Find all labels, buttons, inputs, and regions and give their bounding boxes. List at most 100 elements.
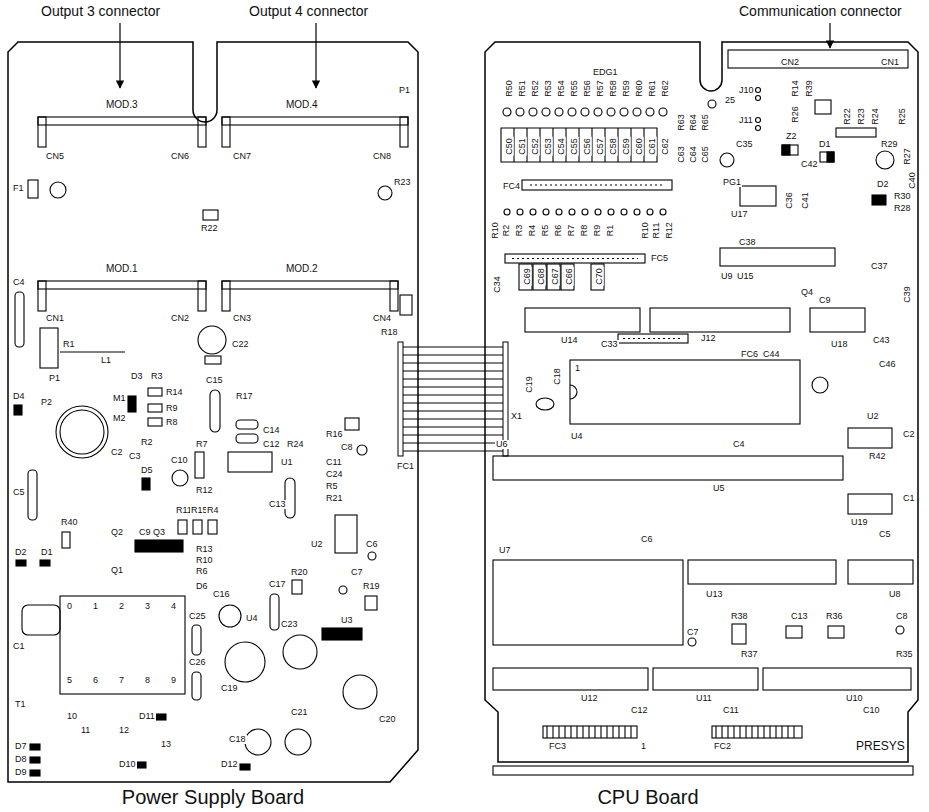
component-label: D2 [876,180,890,189]
pcb-path [547,726,631,738]
pcb-rect [836,128,876,137]
component-label: X1 [510,412,523,421]
pcb-rect [292,580,302,594]
component-label: Q2 [110,528,124,537]
component-label: R19 [362,582,381,591]
component-label: FC1 [396,462,415,471]
pcb-rect [38,117,206,125]
pcb-rect [653,668,758,690]
pcb-rect [40,328,58,368]
pcb-rect [222,117,408,125]
component-label: R12 [195,486,214,495]
component-label: D6 [195,582,209,591]
component-label: R12 [665,221,674,240]
component-label: U15 [736,272,755,281]
pcb-circle [517,209,523,215]
component-label: R23 [857,107,866,126]
pcb-rect [210,390,220,432]
component-label: C12 [630,706,649,715]
component-label: M2 [112,414,127,423]
pcb-rect [148,388,162,396]
component-label: R8 [580,224,589,238]
component-label: 25 [724,96,736,105]
pcb-circle [634,209,640,215]
component-label: R9 [165,404,179,413]
pcb-rect [400,295,412,315]
pcb-circle [368,552,376,560]
component-label: C69 [523,267,532,286]
component-label: C23 [280,620,299,629]
pcb-circle [504,209,510,215]
component-label: R37 [740,650,759,659]
component-label: FC4 [502,182,521,191]
pcb-rect [156,714,166,720]
component-label: 0 [66,602,73,611]
pcb-rect [62,532,70,548]
component-label: C4 [12,278,26,287]
pcb-rect [493,668,648,690]
component-label: R14 [165,388,184,397]
component-label: C26 [188,658,207,667]
component-label: C8 [895,612,909,621]
component-label: R30 [893,192,912,201]
callout-arrows [120,23,830,88]
pcb-rect [208,520,217,534]
component-label: R5 [541,224,550,238]
component-label: 10 [66,712,78,721]
component-label: MOD.2 [285,264,319,274]
component-label: U18 [830,340,849,349]
pcb-rect [365,596,377,610]
component-label: C51 [518,137,527,156]
pcb-circle [245,729,271,755]
pcb-circle [620,108,628,116]
component-label: C7 [350,568,364,577]
component-label: P2 [40,398,53,407]
pcb-rect [322,628,362,640]
component-label: C44 [762,350,781,359]
component-label: R6 [195,567,209,576]
component-label: U9 [720,272,734,281]
component-label: C55 [570,137,579,156]
component-label: R3 [515,224,524,238]
component-label: R36 [825,612,844,621]
pcb-circle [378,186,392,200]
component-label: CN1 [45,314,65,323]
component-label: 4 [170,602,177,611]
pcb-rect [198,281,206,311]
component-label: T1 [14,700,27,709]
component-label: J10 [738,86,755,95]
pcb-circle [646,108,654,116]
component-label: FC2 [713,742,732,751]
component-label: U1 [280,458,294,467]
component-label: J12 [700,334,717,343]
pcb-rect [493,766,913,775]
component-label: C18 [553,367,562,386]
component-label: R51 [518,79,527,98]
cpu-components [493,50,913,775]
component-label: J11 [738,116,754,125]
component-label: R24 [286,440,305,449]
component-label: U17 [730,210,749,219]
pcb-rect [193,520,202,534]
pcb-rect [28,470,37,520]
component-label: U12 [580,694,599,703]
pcb-circle [756,88,761,93]
pcb-path [501,128,657,162]
pcb-rect [30,744,40,750]
component-label: C8 [340,443,354,452]
edge-circles [503,108,667,116]
component-label: MOD.1 [105,264,139,274]
callout-text: Output 4 connector [248,4,369,18]
pcb-rect [561,264,574,290]
component-label: C66 [565,267,574,286]
pcb-path [716,726,794,738]
pcb-path [623,338,683,339]
pcb-rect [522,180,672,190]
pcb-rect [688,560,836,584]
component-label: R25 [898,107,907,126]
component-label: U14 [560,336,579,345]
component-label: R6 [554,224,563,238]
pcb-circle [876,151,894,169]
component-label: C36 [785,191,794,210]
component-label: C13 [790,612,809,621]
